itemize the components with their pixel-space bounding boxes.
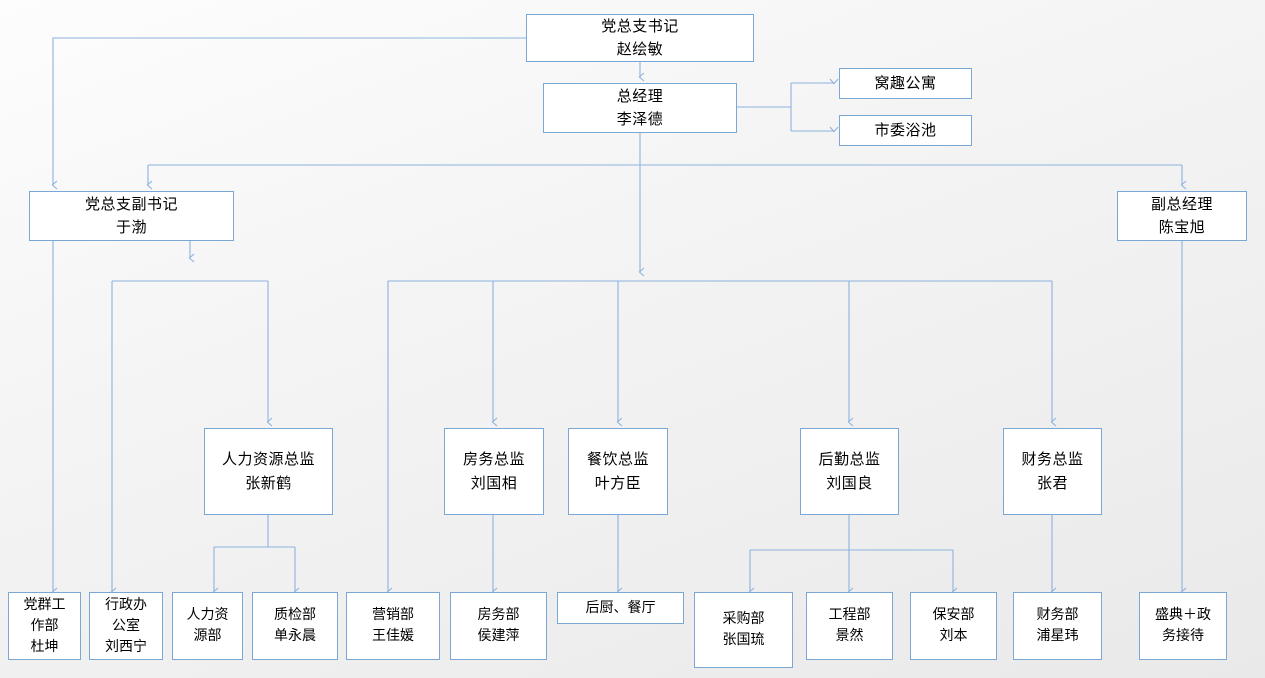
node-qc-dept[interactable]: 质检部 单永晨 [252,592,338,660]
node-title: 营销部 [372,607,414,623]
node-title: 财务总监 [1021,450,1084,469]
node-kitchen-restaurant[interactable]: 后厨、餐厅 [557,592,684,624]
node-title: 餐饮总监 [586,450,649,469]
node-finance-dept[interactable]: 财务部 浦星玮 [1013,592,1102,660]
node-title: 房务总监 [462,450,525,469]
node-person: 张君 [1036,473,1068,492]
node-person: 王佳媛 [372,628,414,644]
node-marketing-dept[interactable]: 营销部 王佳媛 [346,592,440,660]
node-title: 市委浴池 [874,120,937,139]
node-title-line2: 源部 [193,628,222,644]
node-party-secretary[interactable]: 党总支书记 赵绘敏 [526,14,754,62]
node-purchasing-dept[interactable]: 采购部 张国琉 [694,592,793,668]
node-person: 刘西宁 [105,638,147,655]
node-admin-office[interactable]: 行政办 公室 刘西宁 [89,592,163,660]
node-title-line1: 行政办 [105,596,147,613]
node-title: 质检部 [274,607,316,623]
node-title: 党总支书记 [601,16,679,35]
node-title: 后勤总监 [818,450,881,469]
node-party-work-dept[interactable]: 党群工 作部 杜坤 [8,592,81,660]
node-title-line2: 公室 [112,617,140,634]
node-person: 单永晨 [274,628,316,644]
node-person: 杜坤 [30,638,59,655]
node-person: 张国琉 [722,632,765,648]
node-title-line2: 务接待 [1162,628,1204,644]
node-party-deputy-secretary[interactable]: 党总支副书记 于渤 [29,191,234,241]
node-deputy-general-manager[interactable]: 副总经理 陈宝旭 [1117,191,1247,241]
node-security-dept[interactable]: 保安部 刘本 [910,592,997,660]
node-title: 财务部 [1036,607,1079,623]
node-person: 李泽德 [616,110,664,128]
node-title: 窝趣公寓 [874,73,937,92]
node-title: 房务部 [477,607,520,623]
node-title: 人力资源总监 [221,450,315,469]
node-title: 总经理 [616,86,664,105]
node-person: 赵绘敏 [616,40,664,58]
node-title-line1: 盛典＋政 [1155,607,1211,623]
node-person: 刘国相 [470,473,518,492]
node-finance-director[interactable]: 财务总监 张君 [1003,428,1102,515]
node-title: 工程部 [828,607,871,623]
node-ceremony-affairs[interactable]: 盛典＋政 务接待 [1139,592,1227,660]
node-person: 景然 [835,628,864,644]
node-title-line2: 作部 [30,617,59,634]
node-person: 于渤 [115,218,147,236]
node-title-line1: 党群工 [23,596,66,613]
node-title: 采购部 [722,611,765,627]
node-title-line1: 人力资 [186,607,229,623]
node-title: 副总经理 [1150,194,1213,213]
node-shiwei-bath[interactable]: 市委浴池 [839,115,972,146]
node-general-manager[interactable]: 总经理 李泽德 [543,83,737,133]
node-person: 侯建萍 [477,628,520,644]
node-person: 刘本 [939,628,968,644]
node-title: 党总支副书记 [84,194,178,213]
node-person: 张新鹤 [245,473,292,492]
node-person: 刘国良 [826,473,873,492]
node-person: 陈宝旭 [1158,218,1206,236]
node-person: 叶方臣 [594,473,642,492]
node-hr-dept[interactable]: 人力资 源部 [172,592,243,660]
node-catering-director[interactable]: 餐饮总监 叶方臣 [568,428,668,515]
node-hr-director[interactable]: 人力资源总监 张新鹤 [204,428,333,515]
node-rooms-director[interactable]: 房务总监 刘国相 [444,428,544,515]
node-title: 后厨、餐厅 [585,599,656,616]
node-person: 浦星玮 [1036,628,1079,644]
node-engineering-dept[interactable]: 工程部 景然 [806,592,893,660]
node-title: 保安部 [932,607,975,623]
node-woqu-apartment[interactable]: 窝趣公寓 [839,68,972,99]
node-rooms-dept[interactable]: 房务部 侯建萍 [450,592,547,660]
node-logistics-director[interactable]: 后勤总监 刘国良 [800,428,899,515]
